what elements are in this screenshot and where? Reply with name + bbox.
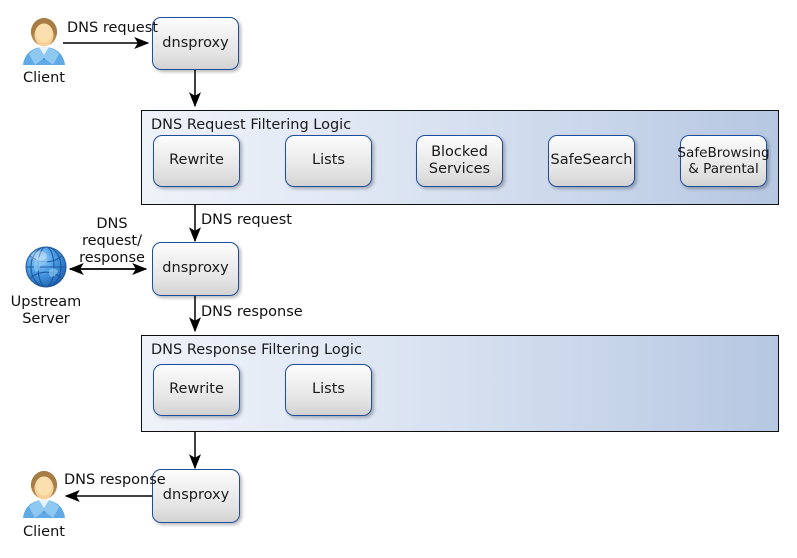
dnsproxy-middle-box[interactable]: dnsproxy [152,242,239,296]
edge-label-dns-request-mid: DNS request [201,212,292,228]
stage-safesearch[interactable]: SafeSearch [548,135,635,187]
stage-safebrowsing-parental[interactable]: SafeBrowsing & Parental [677,135,770,187]
edge-label-dns-response-bottom: DNS response [64,472,166,488]
stage-rewrite-response-label: Rewrite [169,381,224,398]
response-panel-title: DNS Response Filtering Logic [151,342,362,358]
stage-lists-request[interactable]: Lists [285,135,372,187]
stage-rewrite-response[interactable]: Rewrite [153,364,240,416]
stage-lists-request-label: Lists [312,152,345,169]
stage-rewrite-request[interactable]: Rewrite [153,135,240,187]
stage-safebrowsing-label-1: SafeBrowsing [677,144,770,161]
stage-safesearch-label: SafeSearch [550,152,633,169]
edge-label-dns-request-top: DNS request [67,20,158,36]
globe-icon [25,246,67,288]
user-avatar-icon [23,471,65,518]
dnsproxy-top-box[interactable]: dnsproxy [152,17,239,70]
dnsproxy-middle-label: dnsproxy [162,260,229,277]
request-panel-title: DNS Request Filtering Logic [151,117,352,133]
edge-label-dns-request-response: DNS request/ response [79,216,145,266]
edge-label-dns-response-mid: DNS response [201,304,303,320]
stage-blocked-services[interactable]: Blocked Services [416,135,503,187]
dnsproxy-bottom-label: dnsproxy [162,487,230,504]
upstream-server-caption: Upstream Server [10,294,82,327]
stage-safebrowsing-label-2: & Parental [688,161,759,177]
stage-blocked-services-label-1: Blocked [431,143,488,160]
user-avatar-icon [23,18,65,65]
response-filtering-panel: DNS Response Filtering Logic [141,335,779,432]
client-bottom-caption: Client [23,524,65,540]
dnsproxy-bottom-box[interactable]: dnsproxy [152,469,240,523]
stage-rewrite-request-label: Rewrite [169,152,224,169]
client-top-caption: Client [23,70,65,86]
stage-lists-response-label: Lists [312,381,345,398]
stage-lists-response[interactable]: Lists [285,364,372,416]
dnsproxy-top-label: dnsproxy [162,34,229,51]
stage-blocked-services-label-2: Services [428,161,491,177]
